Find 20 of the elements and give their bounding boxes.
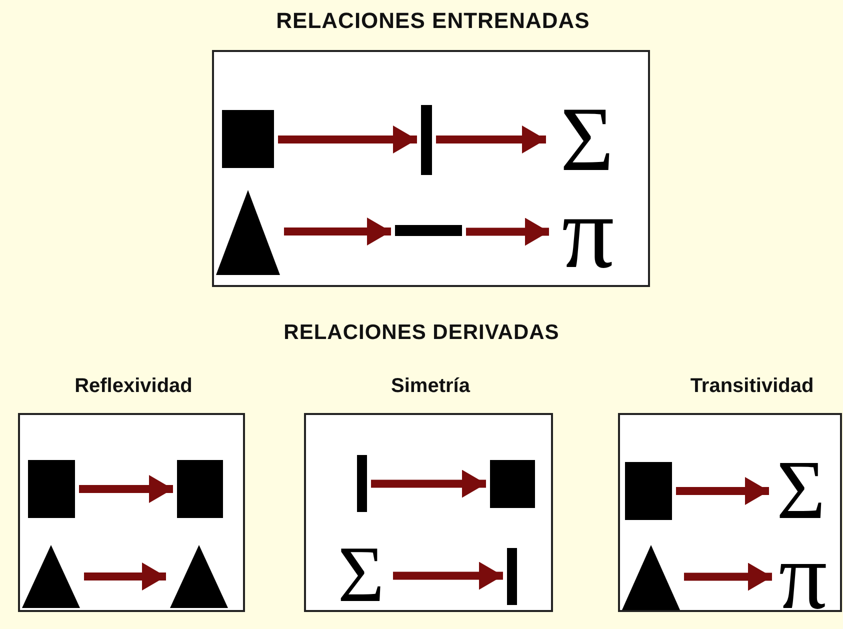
math-symbol: Σ [336,540,386,610]
section-heading: RELACIONES DERIVADAS [282,321,560,345]
math-symbol: Σ [559,98,615,180]
arrow [393,562,503,590]
arrow [466,218,549,246]
panel-heading: Reflexividad [74,374,194,399]
arrow [278,126,417,154]
arrow [79,475,173,503]
panel-heading: Simetría [390,374,472,399]
arrow [84,562,166,590]
math-symbol: Σ [776,455,826,527]
arrow [684,562,772,591]
math-symbol: π [560,192,616,274]
arrow [676,477,769,505]
panel-heading: Transitividad [689,374,815,399]
arrow [436,126,546,154]
arrow [371,470,486,498]
arrow [284,218,391,246]
math-symbol: π [778,540,828,612]
panel-heading: RELACIONES ENTRENADAS [275,8,591,34]
